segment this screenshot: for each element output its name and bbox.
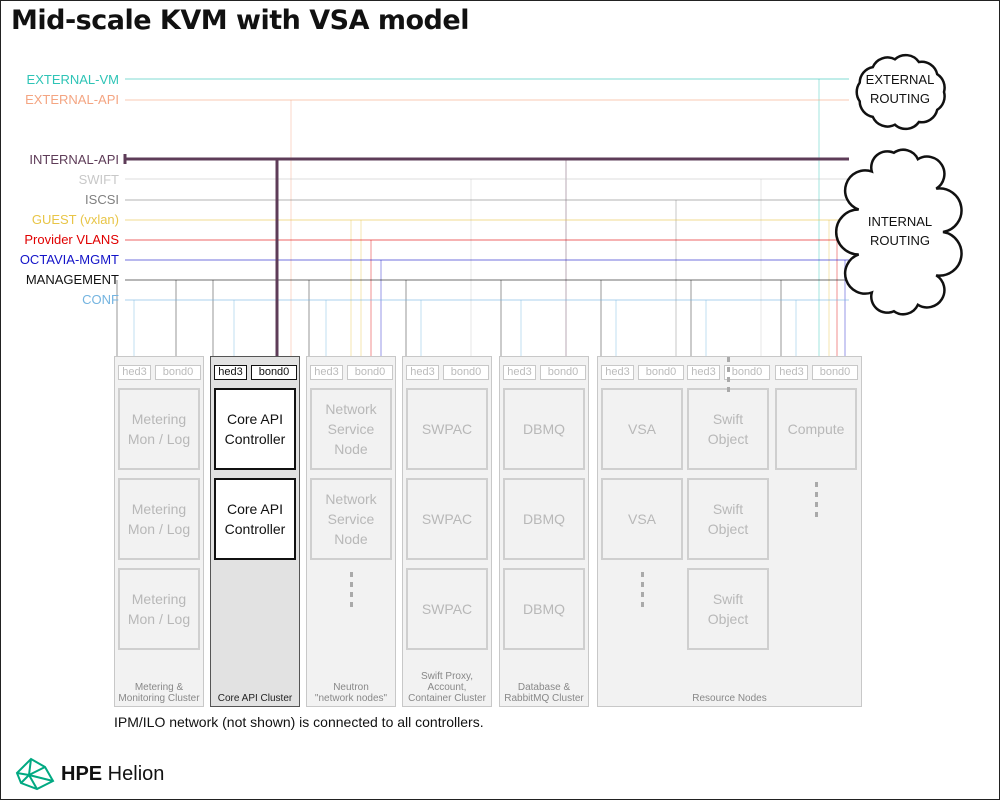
- cluster-caption: Neutron "network nodes": [314, 682, 388, 704]
- server-node: DBMQ: [503, 478, 585, 560]
- nic-tag-bond0: bond0: [812, 365, 858, 380]
- network-label: OCTAVIA-MGMT: [19, 252, 119, 267]
- network-label: GUEST (vxlan): [31, 212, 119, 227]
- server-node: Metering Mon / Log: [118, 388, 200, 470]
- cluster-caption: Swift Proxy, Account, Container Cluster: [408, 671, 486, 704]
- network-label: SWIFT: [78, 172, 119, 187]
- server-node: Swift Object: [687, 478, 769, 560]
- nic-tag-hed3: hed3: [406, 365, 439, 380]
- cluster-caption: Metering & Monitoring Cluster: [118, 682, 200, 704]
- nic-tag-bond0: bond0: [540, 365, 586, 380]
- server-node: Metering Mon / Log: [118, 478, 200, 560]
- server-node-label: SWPAC: [421, 421, 473, 437]
- network-label: MANAGEMENT: [25, 272, 119, 287]
- nic-tag-hed3: hed3: [118, 365, 151, 380]
- server-node: Compute: [775, 388, 857, 470]
- nic-tag-hed3: hed3: [503, 365, 536, 380]
- brand-rest: Helion: [102, 763, 165, 785]
- nic-tag-hed3: hed3: [310, 365, 343, 380]
- external-routing-cloud: [855, 53, 946, 131]
- server-node-label: DBMQ: [523, 511, 565, 527]
- nic-tag-bond0: bond0: [155, 365, 201, 380]
- network-label: CONF: [82, 292, 119, 307]
- more-nodes-ellipsis: [641, 572, 645, 612]
- network-label: INTERNAL-API: [29, 152, 119, 167]
- nic-tag-hed3: hed3: [687, 365, 720, 380]
- network-label: ISCSI: [85, 192, 119, 207]
- server-node-label: DBMQ: [523, 601, 565, 617]
- server-node-label: DBMQ: [523, 421, 565, 437]
- server-node: SWPAC: [406, 478, 488, 560]
- server-node: Metering Mon / Log: [118, 568, 200, 650]
- nic-tag-bond0: bond0: [347, 365, 393, 380]
- server-node-label: SWPAC: [421, 511, 473, 527]
- ipmi-note: IPM/ILO network (not shown) is connected…: [114, 714, 484, 730]
- network-label: EXTERNAL-VM: [26, 72, 119, 87]
- nic-tag-bond0: bond0: [443, 365, 489, 380]
- nic-tag-hed3: hed3: [775, 365, 808, 380]
- server-node: Core API Controller: [214, 478, 296, 560]
- nic-tag-hed3: hed3: [601, 365, 634, 380]
- server-node: SWPAC: [406, 568, 488, 650]
- server-node: VSA: [601, 388, 683, 470]
- server-node: Network Service Node: [310, 478, 392, 560]
- nic-tag-bond0: bond0: [638, 365, 684, 380]
- server-node-label: Metering Mon / Log: [127, 501, 191, 537]
- more-nodes-ellipsis: [815, 482, 819, 522]
- server-node-label: Swift Object: [707, 591, 749, 627]
- server-node-label: Metering Mon / Log: [127, 591, 191, 627]
- server-node-label: Network Service Node: [325, 401, 377, 457]
- server-node-label: Metering Mon / Log: [127, 411, 191, 447]
- more-nodes-ellipsis: [727, 357, 731, 397]
- server-node: VSA: [601, 478, 683, 560]
- server-node: SWPAC: [406, 388, 488, 470]
- server-node-label: VSA: [627, 511, 656, 527]
- hpe-logo-icon: [15, 757, 55, 791]
- network-label: EXTERNAL-API: [25, 92, 119, 107]
- network-label: Provider VLANS: [24, 232, 119, 247]
- brand-wordmark: HPE Helion: [61, 763, 164, 786]
- nic-tag-bond0: bond0: [724, 365, 770, 380]
- cluster-caption: Database & RabbitMQ Cluster: [504, 682, 584, 704]
- brand-strong: HPE: [61, 763, 103, 785]
- server-node: Swift Object: [687, 388, 769, 470]
- server-node: DBMQ: [503, 568, 585, 650]
- server-node: DBMQ: [503, 388, 585, 470]
- more-nodes-ellipsis: [350, 572, 354, 612]
- server-node-label: Network Service Node: [325, 491, 377, 547]
- internal-routing-label: INTERNAL ROUTING: [867, 214, 933, 248]
- server-node-label: Core API Controller: [224, 411, 286, 447]
- server-node-label: Swift Object: [707, 411, 749, 447]
- server-node: Network Service Node: [310, 388, 392, 470]
- cluster-caption: Resource Nodes: [692, 693, 767, 704]
- internal-routing-cloud: [834, 148, 963, 316]
- diagram-title: Mid-scale KVM with VSA model: [11, 5, 469, 36]
- server-node-label: Swift Object: [707, 501, 749, 537]
- server-node: Core API Controller: [214, 388, 296, 470]
- server-node-label: SWPAC: [421, 601, 473, 617]
- server-node-label: VSA: [627, 421, 656, 437]
- external-routing-label: EXTERNAL ROUTING: [865, 72, 935, 106]
- server-node-label: Compute: [787, 421, 845, 437]
- server-node-label: Core API Controller: [224, 501, 286, 537]
- nic-tag-hed3: hed3: [214, 365, 247, 380]
- cluster-caption: Core API Cluster: [217, 693, 293, 704]
- server-node: Swift Object: [687, 568, 769, 650]
- nic-tag-bond0: bond0: [251, 365, 297, 380]
